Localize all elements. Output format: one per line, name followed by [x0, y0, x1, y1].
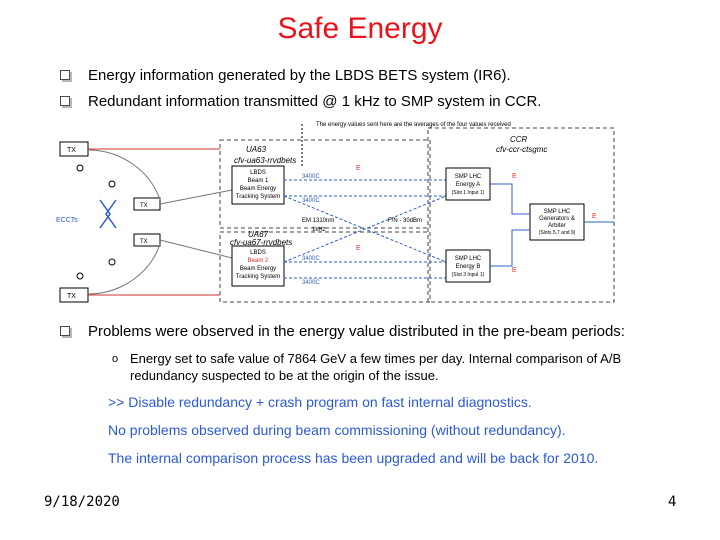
bullet-text: Energy information generated by the LBDS… — [88, 67, 511, 84]
svg-text:Tracking System: Tracking System — [236, 194, 280, 200]
svg-text:Beam 2: Beam 2 — [248, 258, 269, 264]
svg-text:LBDS: LBDS — [250, 170, 266, 176]
tx-box: TX — [133, 197, 161, 211]
ccr-host: cfv-ccr-ctsgmc — [496, 145, 547, 154]
ua67-host: cfv-ua67-rrvdbets — [230, 238, 292, 247]
ua63-label: UA63 — [246, 145, 267, 154]
svg-text:LBDS: LBDS — [250, 250, 266, 256]
ua63-host: cfv-ua63-rrvdbets — [234, 156, 296, 165]
tx-box: TX — [59, 141, 89, 157]
status-line: No problems observed during beam commiss… — [108, 422, 566, 438]
ua67-label: UA67 — [248, 230, 269, 239]
checkbox-bullet-icon — [60, 70, 70, 80]
page-number: 4 — [668, 494, 677, 510]
svg-text:(Slots 5,7 and 9): (Slots 5,7 and 9) — [539, 230, 576, 236]
ccr-label: CCR — [510, 135, 528, 144]
lbds-beam1-box: LBDS Beam 1 Beam Energy Tracking System — [231, 165, 285, 205]
svg-text:TX: TX — [67, 147, 76, 154]
energy-e-label: E — [356, 245, 361, 252]
page-title: Safe Energy — [277, 12, 443, 45]
link-row-label: 3400C — [302, 256, 320, 262]
circle-bullet-icon: o — [112, 353, 119, 365]
svg-text:Generators &: Generators & — [539, 216, 575, 222]
svg-text:Beam Energy: Beam Energy — [240, 186, 276, 192]
link-row-label: 3400C — [302, 198, 320, 204]
svg-text:Beam 1: Beam 1 — [248, 178, 269, 184]
link-row-label: 3400C — [302, 280, 320, 286]
energy-e-label: E — [592, 213, 597, 220]
svg-text:Energy B: Energy B — [456, 264, 481, 270]
eccts-label: ECCTs — [56, 217, 78, 224]
energy-e-label: E — [512, 267, 517, 274]
svg-text:TX: TX — [67, 293, 76, 300]
svg-text:Tracking System: Tracking System — [236, 274, 280, 280]
fiber-right-label: F/N - 30dBm — [388, 218, 422, 224]
tx-box: TX — [133, 233, 161, 247]
bullet-text: Problems were observed in the energy val… — [88, 323, 625, 340]
smp-energy-a-box: SMP LHC Energy A (Slot 1 Input 1) — [445, 167, 491, 201]
action-line: >> Disable redundancy + crash program on… — [108, 394, 532, 410]
smp-energy-b-box: SMP LHC Energy B (Slot 3 Input 1) — [445, 249, 491, 283]
svg-text:(Slot 3 Input 1): (Slot 3 Input 1) — [452, 272, 485, 278]
bullet-text: Redundant information transmitted @ 1 kH… — [88, 93, 542, 110]
fiber-label: EM 1310nm — [302, 218, 334, 224]
svg-text:SMP LHC: SMP LHC — [455, 174, 482, 180]
footer-date: 9/18/2020 — [44, 494, 120, 510]
svg-text:Arbiter: Arbiter — [548, 223, 566, 229]
energy-e-label: E — [512, 173, 517, 180]
tx-box: TX — [59, 287, 89, 303]
diagram-note: The energy values sent here are the aver… — [316, 122, 511, 128]
upgrade-line: The internal comparison process has been… — [108, 450, 599, 466]
energy-e-label: E — [356, 165, 361, 172]
svg-text:TX: TX — [140, 203, 148, 209]
link-row-label: 3400C — [302, 174, 320, 180]
svg-text:Energy A: Energy A — [456, 182, 480, 188]
svg-text:(Slot 1 Input 1): (Slot 1 Input 1) — [452, 190, 485, 196]
lbds-beam2-box: LBDS Beam 2 Beam Energy Tracking System — [231, 245, 285, 287]
checkbox-bullet-icon — [60, 326, 70, 336]
checkbox-bullet-icon — [60, 96, 70, 106]
sub-bullet-text: Energy set to safe value of 7864 GeV a f… — [130, 351, 622, 383]
svg-text:Beam Energy: Beam Energy — [240, 266, 276, 272]
svg-text:SMP LHC: SMP LHC — [544, 209, 571, 215]
svg-text:TX: TX — [140, 239, 148, 245]
fiber-label-2: 1kHz — [312, 227, 326, 233]
smp-generators-arbiter-box: SMP LHC Generators & Arbiter (Slots 5,7 … — [529, 203, 585, 241]
svg-text:SMP LHC: SMP LHC — [455, 256, 482, 262]
